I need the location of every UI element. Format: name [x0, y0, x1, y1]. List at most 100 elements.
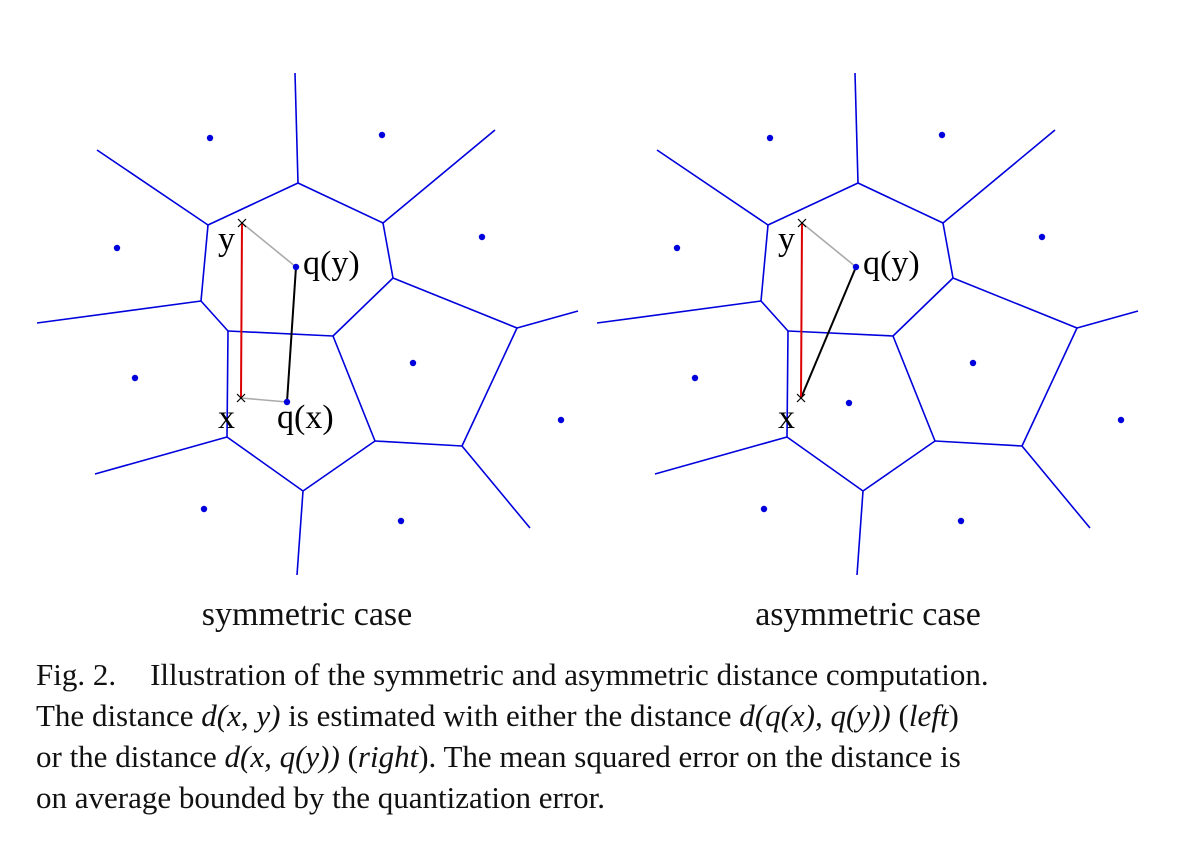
voronoi-edge: [461, 327, 518, 447]
centroid-dot: [957, 517, 965, 525]
centroid-dot: [845, 399, 853, 407]
centroid-dot: [969, 359, 977, 367]
centroid-dot: [397, 517, 405, 525]
voronoi-edge: [516, 310, 579, 329]
centroid-qy-dot: [292, 263, 300, 271]
label-y: y: [218, 221, 235, 258]
quantization-link-y: [241, 222, 297, 268]
point-x-cross: [796, 393, 806, 403]
centroid-dot: [691, 374, 699, 382]
centroid-qy-dot: [852, 263, 860, 271]
centroid-dot: [113, 244, 121, 252]
voronoi-edge: [942, 222, 954, 279]
voronoi-edge: [892, 335, 936, 442]
caption-text: ). The mean squared error on the distanc…: [418, 739, 961, 774]
voronoi-edge: [392, 277, 518, 329]
paren: ): [948, 698, 959, 733]
symmetric-panel: y q(y) x q(x): [36, 72, 579, 576]
voronoi-edge: [1021, 327, 1078, 447]
voronoi-edge: [854, 72, 859, 184]
voronoi-edge: [1076, 310, 1139, 329]
left-label: left: [908, 698, 949, 733]
point-y-cross: [797, 218, 807, 228]
voronoi-edge: [767, 182, 859, 226]
voronoi-edge: [207, 182, 299, 226]
asymmetric-case-caption: asymmetric case: [755, 596, 981, 633]
figure-caption: Fig. 2.Illustration of the symmetric and…: [36, 654, 1148, 818]
voronoi-edge: [656, 149, 769, 226]
caption-line-1: Fig. 2.Illustration of the symmetric and…: [36, 654, 1148, 695]
voronoi-edge: [200, 300, 229, 332]
caption-text: or the distance: [36, 739, 217, 774]
centroid-dot: [1038, 233, 1046, 241]
centroid-qx-dot: [283, 398, 291, 406]
point-y-cross: [237, 218, 247, 228]
caption-text: is estimated with either the distance: [288, 698, 732, 733]
figure-label: Fig. 2.: [36, 657, 117, 692]
figure: y q(y) x q(x) y q(y) x: [36, 72, 1139, 576]
quantization-link-x: [240, 397, 288, 403]
estimated-distance-line: [800, 266, 857, 399]
voronoi-edge: [952, 277, 1078, 329]
voronoi-edge: [856, 490, 864, 576]
voronoi-edge: [892, 277, 954, 337]
point-x-cross: [236, 393, 246, 403]
centroid-dot: [760, 505, 768, 513]
voronoi-edge: [374, 440, 463, 447]
label-qx: q(x): [277, 399, 334, 436]
estimated-distance-line: [286, 266, 297, 403]
voronoi-edge: [654, 436, 788, 475]
paren: (: [347, 739, 358, 774]
quantization-link-y: [801, 222, 857, 268]
voronoi-edge: [760, 300, 789, 332]
voronoi-edge: [1021, 445, 1091, 529]
math-expression: d(q(x), q(y)): [739, 698, 891, 733]
right-label: right: [357, 739, 419, 774]
voronoi-edge: [382, 129, 496, 224]
math-expression: d(x, y): [201, 698, 281, 733]
voronoi-edge: [36, 300, 202, 324]
label-x: x: [218, 399, 235, 436]
true-distance-line: [240, 222, 243, 399]
label-x: x: [778, 399, 795, 436]
voronoi-figure: y q(y) x q(x) y q(y) x: [36, 72, 1139, 576]
asymmetric-panel: y q(y) x: [596, 72, 1139, 576]
voronoi-edge: [297, 182, 384, 224]
voronoi-edge: [461, 445, 531, 529]
symmetric-case-caption: symmetric case: [201, 596, 413, 633]
true-distance-line: [800, 222, 803, 399]
centroid-dot: [766, 134, 774, 142]
centroid-dot: [673, 244, 681, 252]
voronoi-edge: [786, 330, 789, 438]
math-expression: d(x, q(y)): [224, 739, 340, 774]
centroid-dot: [938, 131, 946, 139]
voronoi-edge: [942, 129, 1056, 224]
voronoi-edge: [226, 436, 304, 492]
voronoi-edge: [294, 72, 299, 184]
voronoi-edge: [296, 490, 304, 576]
voronoi-edge: [760, 224, 769, 302]
centroid-dot: [131, 374, 139, 382]
voronoi-edge: [787, 330, 894, 337]
caption-line-2: The distance d(x, y) is estimated with e…: [36, 695, 1148, 736]
voronoi-edge: [226, 330, 229, 438]
voronoi-edge: [96, 149, 209, 226]
voronoi-edge: [786, 436, 864, 492]
caption-text: The distance: [36, 698, 194, 733]
centroid-dot: [409, 359, 417, 367]
centroid-dot: [1117, 416, 1125, 424]
voronoi-edge: [227, 330, 334, 337]
centroid-dot: [206, 134, 214, 142]
centroid-dot: [557, 416, 565, 424]
centroid-dot: [378, 131, 386, 139]
caption-text: on average bounded by the quantization e…: [36, 780, 605, 815]
voronoi-edge: [302, 440, 376, 492]
voronoi-edge: [382, 222, 394, 279]
voronoi-edge: [596, 300, 762, 324]
voronoi-edge: [332, 335, 376, 442]
label-qy: q(y): [303, 245, 360, 282]
label-y: y: [778, 221, 795, 258]
caption-line-4: on average bounded by the quantization e…: [36, 777, 1148, 818]
label-qy: q(y): [863, 245, 920, 282]
centroid-dot: [200, 505, 208, 513]
